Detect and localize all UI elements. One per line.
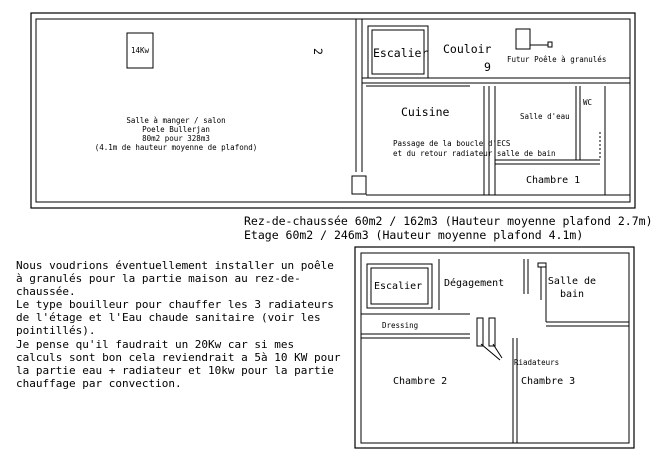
radiator-pointer-left [480, 343, 501, 361]
stove-power-label: 14Kw [131, 46, 150, 55]
radiator-right [488, 317, 496, 347]
chambre-3-label: Chambre 3 [521, 376, 576, 387]
living-room-line-3: 80m2 pour 328m3 [142, 134, 210, 143]
upper-staircase-box-inner [370, 267, 429, 305]
stove-14kw-box [126, 32, 154, 69]
radiateurs-label: Riadateurs [514, 358, 560, 367]
cuisine-label: Cuisine [401, 105, 450, 119]
stove-future-marker [547, 41, 553, 48]
room-door-opening [351, 175, 367, 195]
upper-outer-wall [354, 246, 635, 449]
bath-radiator [537, 262, 547, 268]
living-room-line-2: Poele Bullerjan [142, 125, 210, 134]
mark-9-label: 9 [484, 60, 491, 74]
ground-outer-wall [30, 12, 636, 209]
wc-label: WC [583, 98, 593, 107]
radiator-pointer-right [492, 343, 503, 359]
degagement-label: Dégagement [444, 278, 505, 289]
passage-line-2: et du retour radiateur salle de bain [393, 149, 556, 158]
future-stove-label: Futur Poêle à granulés [507, 55, 607, 64]
description-text: Nous voudrions éventuellement installer … [16, 259, 341, 390]
ground-inner-wall [35, 18, 631, 203]
living-room-line-1: Salle à manger / salon [126, 116, 226, 125]
upper-escalier-label: Escalier [374, 281, 423, 292]
upper-floor-plan [354, 246, 635, 449]
ground-floor-plan [30, 12, 636, 209]
salle-eau-label: Salle d'eau [520, 112, 570, 121]
living-room-line-4: (4.1m de hauteur moyenne de plafond) [94, 143, 258, 152]
upper-staircase-box [366, 263, 433, 309]
passage-line-1: Passage de la boucle d'ECS [393, 139, 511, 148]
escalier-label: Escalier [373, 46, 429, 60]
salle-bain-line-2: bain [559, 289, 585, 300]
chimney-block [515, 28, 531, 50]
staircase-box-inner [371, 29, 425, 75]
radiator-left [476, 317, 484, 347]
chambre-1-label: Chambre 1 [526, 175, 581, 186]
salle-bain-line-1: Salle de [547, 276, 597, 287]
upper-inner-wall [360, 252, 630, 444]
chambre-2-label: Chambre 2 [393, 376, 448, 387]
upper-floor-caption: Etage 60m2 / 246m3 (Hauteur moyenne plaf… [244, 228, 584, 242]
mark-2-label: 2 [311, 48, 325, 55]
couloir-label: Couloir [443, 42, 492, 56]
ground-floor-caption: Rez-de-chaussée 60m2 / 162m3 (Hauteur mo… [244, 214, 653, 228]
dressing-label: Dressing [382, 321, 419, 330]
